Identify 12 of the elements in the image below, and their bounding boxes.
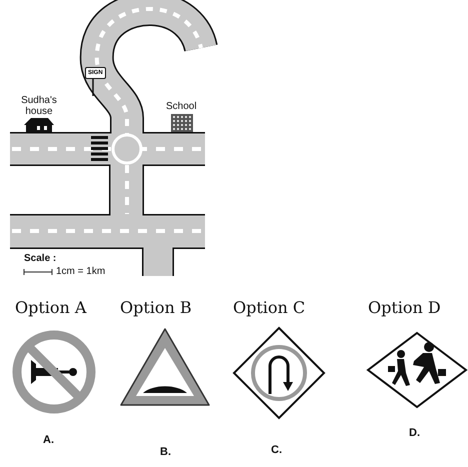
option-label: Option D [368,298,441,317]
answer-letter: D. [409,427,420,439]
option-label: Option B [120,298,192,317]
option-label: Option C [233,298,306,317]
place-label: Sudha's house [20,95,58,117]
option-label: Option A [15,298,86,317]
answer-letter: B. [160,446,171,458]
place-label: School [166,101,197,112]
answer-letter: C. [271,444,282,456]
answer-letter: A. [43,434,54,446]
scale-title: Scale : [24,253,56,264]
scale-text: 1cm = 1km [56,266,106,277]
